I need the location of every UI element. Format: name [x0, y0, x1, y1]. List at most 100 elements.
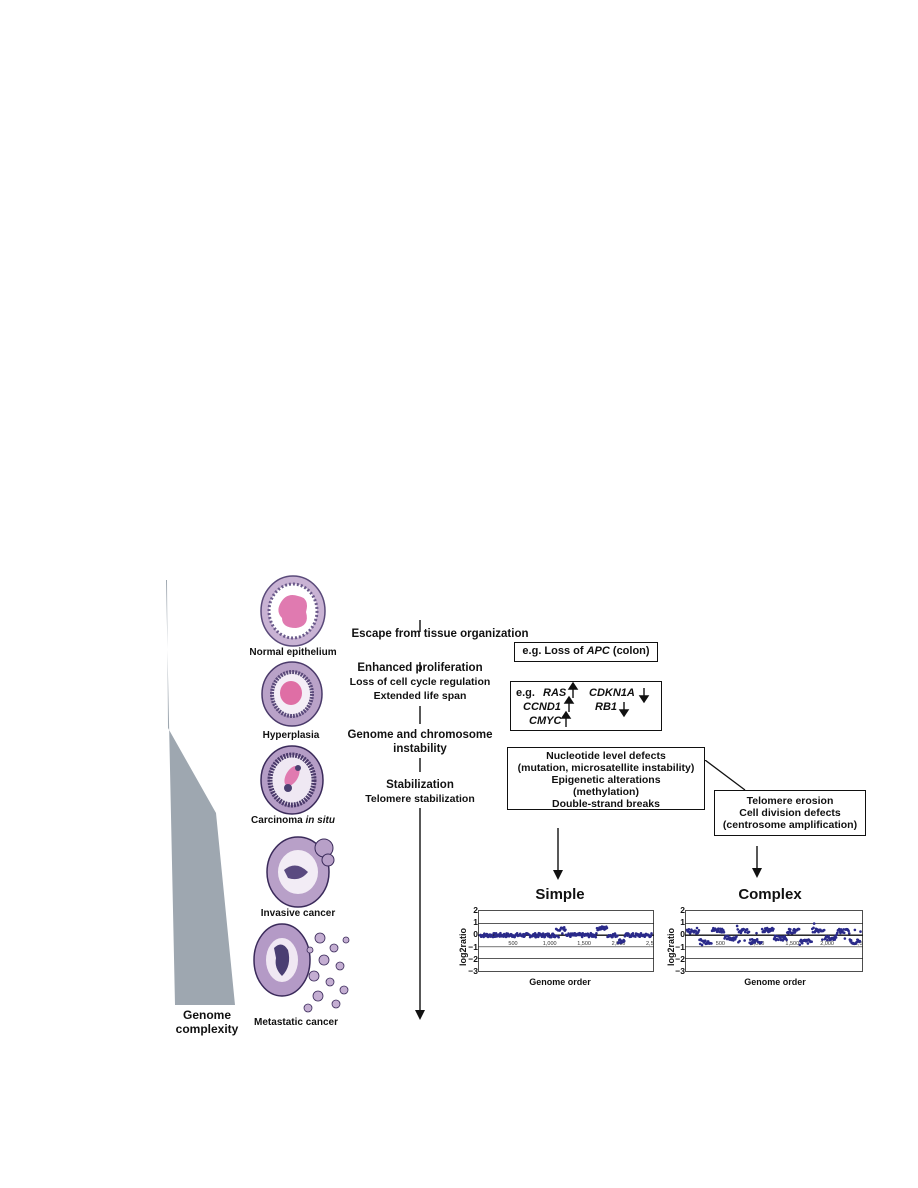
data-point [562, 925, 566, 929]
carcinoma-in-situ-image [260, 745, 324, 815]
gene-ccnd1: CCND1 [523, 701, 561, 713]
chart-complex: 500 1,000 1,500 2,000 2,500 [685, 910, 863, 972]
data-point [616, 934, 619, 937]
invasive-cancer-image [266, 836, 335, 908]
stage-label-normal: Normal epithelium [249, 647, 337, 658]
data-point [811, 930, 815, 934]
data-point [543, 935, 547, 938]
box-arrows [553, 760, 762, 880]
data-point [541, 932, 545, 935]
data-point [710, 942, 713, 945]
data-point [523, 934, 526, 938]
data-point [697, 929, 701, 932]
data-point [755, 938, 759, 941]
data-point [849, 939, 853, 942]
x-tick-label: 2,500 [855, 941, 863, 947]
x-tick-label: 2,000 [612, 941, 626, 947]
apc-box: e.g. Loss of APC (colon) [514, 642, 658, 662]
data-point [547, 932, 551, 936]
data-point [821, 938, 824, 941]
data-point [817, 930, 820, 934]
gene-eg: e.g. [516, 687, 535, 699]
data-point [747, 930, 751, 934]
x-tick-label: 500 [508, 941, 517, 947]
data-points [478, 925, 653, 945]
data-point [717, 927, 720, 930]
data-point [727, 935, 730, 938]
normal-epithelium-image [260, 575, 326, 647]
data-point [722, 928, 725, 932]
data-point [800, 941, 804, 945]
step-instability: Genome and chromosome instability [347, 729, 493, 755]
data-point [549, 935, 553, 939]
gene-rb1: RB1 [595, 701, 618, 713]
data-point [843, 937, 847, 940]
gene-arrows [560, 682, 650, 727]
data-point [629, 935, 633, 938]
telomere-box: Telomere erosion Cell division defects (… [714, 790, 866, 836]
genome-complexity-wedge [166, 580, 235, 1005]
chart-xlabel-simple: Genome order [529, 977, 591, 987]
x-tick-label: 500 [716, 941, 725, 947]
data-point [602, 925, 606, 929]
data-point [533, 932, 537, 935]
data-point [812, 922, 816, 925]
chart-title-simple: Simple [535, 886, 585, 903]
chart-title-complex: Complex [738, 886, 802, 903]
stage-label-metastatic: Metastatic cancer [254, 1017, 338, 1028]
data-point [557, 935, 560, 939]
gene-ras: RAS [543, 687, 567, 699]
plot-frame [685, 910, 863, 972]
x-tick-label: 1,500 [785, 941, 799, 947]
x-tick-label: 2,000 [820, 941, 834, 947]
plot-frame [478, 910, 654, 972]
data-point [499, 931, 502, 935]
data-point [755, 931, 758, 935]
data-point [631, 932, 635, 935]
data-point [482, 935, 486, 939]
data-point [760, 927, 764, 931]
data-point [703, 939, 707, 943]
data-point [812, 926, 815, 930]
data-point [797, 927, 801, 931]
genome-complexity-label: Genome complexity [175, 1008, 239, 1036]
data-point [787, 932, 790, 935]
data-point [859, 930, 862, 933]
gene-cdkn1a: CDKN1A [589, 687, 635, 699]
data-point [735, 935, 738, 938]
data-point [580, 935, 584, 939]
data-point [798, 943, 802, 947]
data-point [822, 928, 826, 932]
chart-yticks-complex: 2 1 0 −1 −2 −3 [675, 905, 685, 977]
gene-cmyc: CMYC [529, 715, 562, 727]
data-point [833, 938, 837, 941]
data-point [743, 939, 746, 942]
data-point [743, 930, 747, 934]
data-point [522, 932, 525, 936]
nucleotide-defects-box: Nucleotide level defects (mutation, micr… [507, 747, 705, 810]
data-point [826, 938, 829, 942]
data-point [858, 939, 862, 943]
data-point [745, 928, 749, 931]
data-point [842, 931, 846, 935]
chart-yticks-simple: 2 1 0 −1 −2 −3 [468, 905, 478, 977]
data-point [853, 928, 857, 932]
data-point [806, 942, 810, 945]
data-point [638, 935, 642, 938]
step-proliferation: Enhanced proliferation Loss of cell cycl… [349, 662, 491, 702]
stage-label-cis: Carcinoma in situ [251, 815, 335, 826]
data-point [836, 931, 839, 935]
data-point [810, 940, 813, 944]
data-point [839, 928, 843, 931]
x-tick-label: 1,000 [751, 941, 765, 947]
data-point [705, 942, 709, 945]
step-escape: Escape from tissue organization [351, 628, 529, 640]
x-tick-label: 1,500 [577, 941, 591, 947]
data-point [634, 935, 637, 938]
data-point [649, 934, 653, 937]
data-point [753, 941, 756, 944]
data-point [700, 943, 704, 947]
data-point [554, 934, 557, 938]
data-point [785, 938, 788, 942]
data-point [561, 932, 564, 935]
